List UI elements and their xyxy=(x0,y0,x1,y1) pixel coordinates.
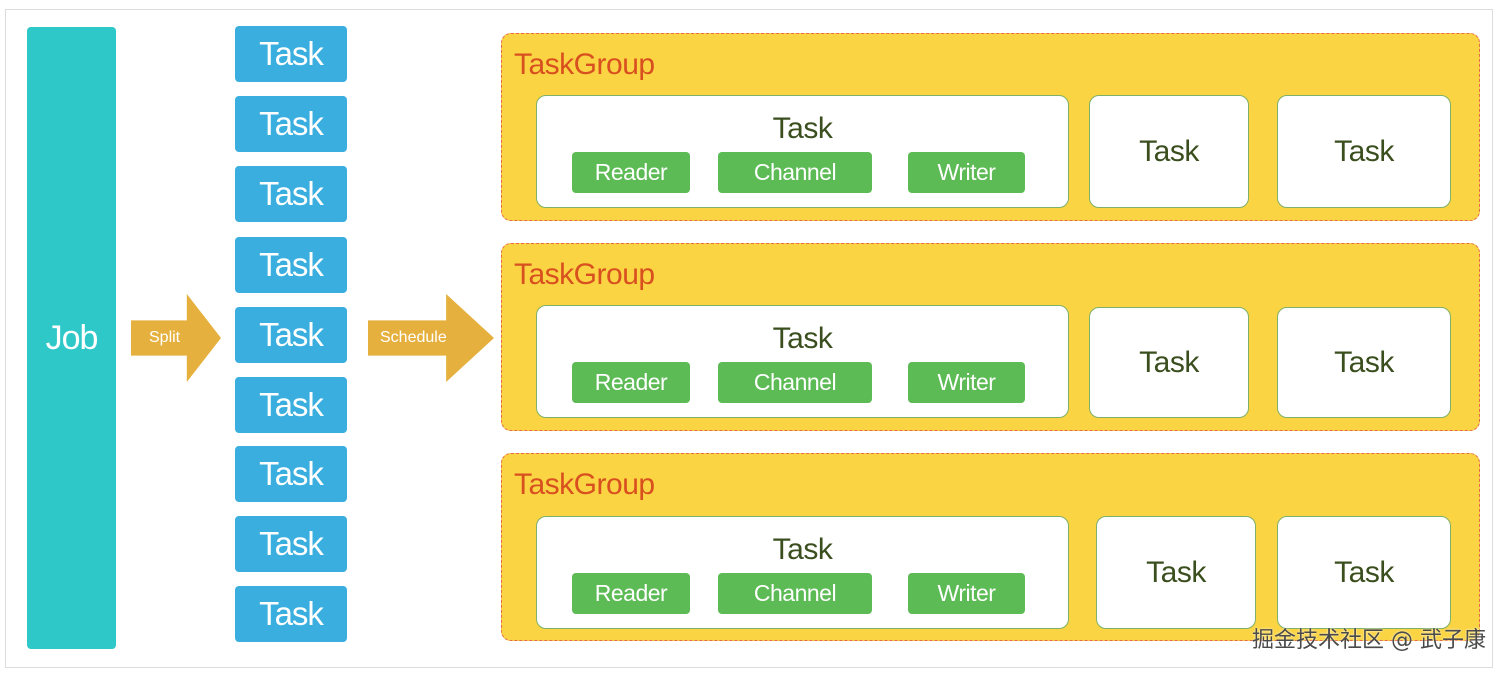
split-task: Task xyxy=(235,96,347,152)
taskgroup-1: TaskGroup Task Reader Channel Writer Tas… xyxy=(501,33,1480,221)
taskgroup-main-task: Task Reader Channel Writer xyxy=(536,516,1069,629)
taskgroup-task: Task xyxy=(1277,516,1451,629)
taskgroup-task: Task xyxy=(1089,95,1249,208)
reader-pill: Reader xyxy=(572,152,690,193)
taskgroup-title: TaskGroup xyxy=(514,48,655,81)
split-arrow-label: Split xyxy=(149,329,181,346)
taskgroup-main-task: Task Reader Channel Writer xyxy=(536,95,1069,208)
job-block: Job xyxy=(27,27,116,649)
task-label: Task xyxy=(1334,134,1394,168)
reader-pill: Reader xyxy=(572,573,690,614)
task-label: Task xyxy=(1139,134,1199,168)
writer-pill: Writer xyxy=(908,152,1025,193)
task-label: Task xyxy=(1139,345,1199,379)
diagram-frame xyxy=(5,9,1493,668)
writer-pill: Writer xyxy=(908,573,1025,614)
taskgroup-main-task: Task Reader Channel Writer xyxy=(536,305,1069,418)
split-task: Task xyxy=(235,446,347,502)
task-label: Task xyxy=(1334,555,1394,589)
channel-pill: Channel xyxy=(718,362,872,403)
reader-pill: Reader xyxy=(572,362,690,403)
split-task: Task xyxy=(235,237,347,293)
task-label: Task xyxy=(772,112,833,145)
split-task: Task xyxy=(235,26,347,82)
watermark-text: 掘金技术社区 @ 武子康 xyxy=(1252,628,1486,653)
split-task: Task xyxy=(235,166,347,222)
taskgroup-task: Task xyxy=(1277,95,1451,208)
split-task: Task xyxy=(235,516,347,572)
task-label: Task xyxy=(1146,555,1206,589)
taskgroup-title: TaskGroup xyxy=(514,258,655,291)
split-task: Task xyxy=(235,586,347,642)
taskgroup-3: TaskGroup Task Reader Channel Writer Tas… xyxy=(501,453,1480,641)
taskgroup-2: TaskGroup Task Reader Channel Writer Tas… xyxy=(501,243,1480,431)
taskgroup-title: TaskGroup xyxy=(514,468,655,501)
split-task: Task xyxy=(235,307,347,363)
taskgroup-task: Task xyxy=(1089,307,1249,418)
channel-pill: Channel xyxy=(718,573,872,614)
task-label: Task xyxy=(772,322,833,355)
taskgroup-task: Task xyxy=(1096,516,1256,629)
schedule-arrow-label: Schedule xyxy=(380,329,447,346)
taskgroup-task: Task xyxy=(1277,307,1451,418)
task-label: Task xyxy=(772,533,833,566)
writer-pill: Writer xyxy=(908,362,1025,403)
task-label: Task xyxy=(1334,345,1394,379)
channel-pill: Channel xyxy=(718,152,872,193)
split-task: Task xyxy=(235,377,347,433)
job-label: Job xyxy=(45,318,99,357)
